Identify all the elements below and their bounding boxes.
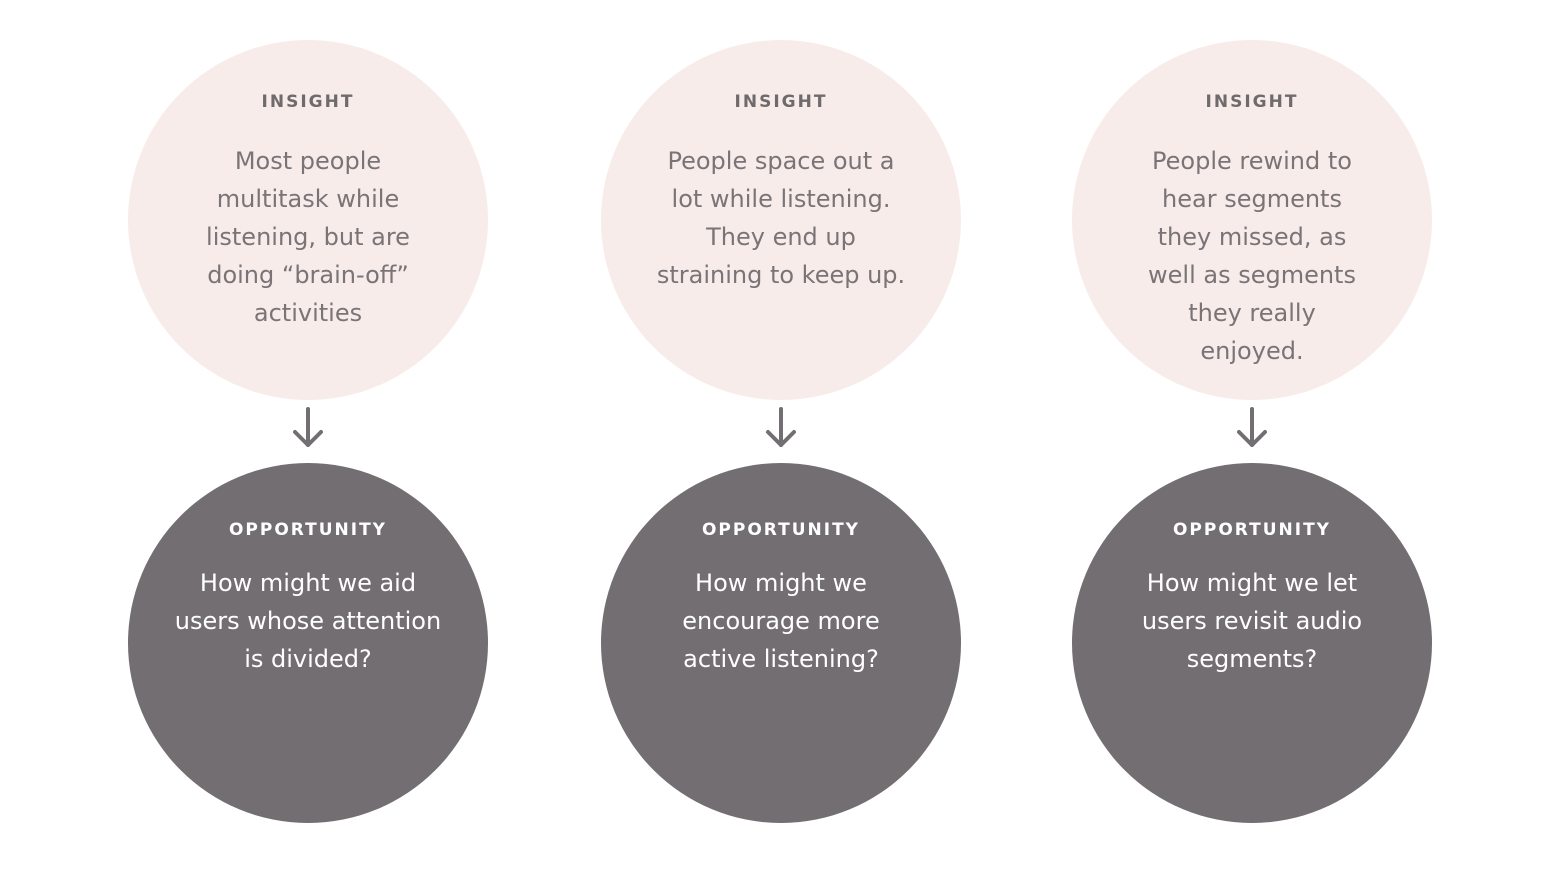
opportunity-label: OPPORTUNITY bbox=[1172, 520, 1331, 540]
opportunity-circle: OPPORTUNITY How might we let users revis… bbox=[1072, 463, 1432, 823]
insight-text: People space out a lot while listening. … bbox=[656, 147, 906, 289]
arrow-down-icon bbox=[293, 407, 323, 447]
insight-label: INSIGHT bbox=[261, 92, 355, 112]
opportunity-text: How might we encourage more active liste… bbox=[682, 569, 880, 673]
insight-text: People rewind to hear segments they miss… bbox=[1148, 147, 1356, 365]
insight-opportunity-column-2: INSIGHT People space out a lot while lis… bbox=[601, 0, 961, 870]
arrow-down-icon bbox=[1237, 407, 1267, 447]
insight-circle: INSIGHT People space out a lot while lis… bbox=[601, 40, 961, 400]
insight-label: INSIGHT bbox=[1205, 92, 1299, 112]
opportunity-text: How might we let users revisit audio seg… bbox=[1141, 569, 1363, 673]
opportunity-circle: OPPORTUNITY How might we encourage more … bbox=[601, 463, 961, 823]
opportunity-label: OPPORTUNITY bbox=[228, 520, 387, 540]
insight-circle: INSIGHT Most people multitask while list… bbox=[128, 40, 488, 400]
opportunity-circle: OPPORTUNITY How might we aid users whose… bbox=[128, 463, 488, 823]
opportunity-text: How might we aid users whose attention i… bbox=[174, 569, 442, 673]
insight-opportunity-column-1: INSIGHT Most people multitask while list… bbox=[128, 0, 488, 870]
insight-label: INSIGHT bbox=[734, 92, 828, 112]
insight-text: Most people multitask while listening, b… bbox=[206, 147, 410, 327]
insight-opportunity-column-3: INSIGHT People rewind to hear segments t… bbox=[1072, 0, 1432, 870]
arrow-down-icon bbox=[766, 407, 796, 447]
insight-circle: INSIGHT People rewind to hear segments t… bbox=[1072, 40, 1432, 400]
opportunity-label: OPPORTUNITY bbox=[701, 520, 860, 540]
